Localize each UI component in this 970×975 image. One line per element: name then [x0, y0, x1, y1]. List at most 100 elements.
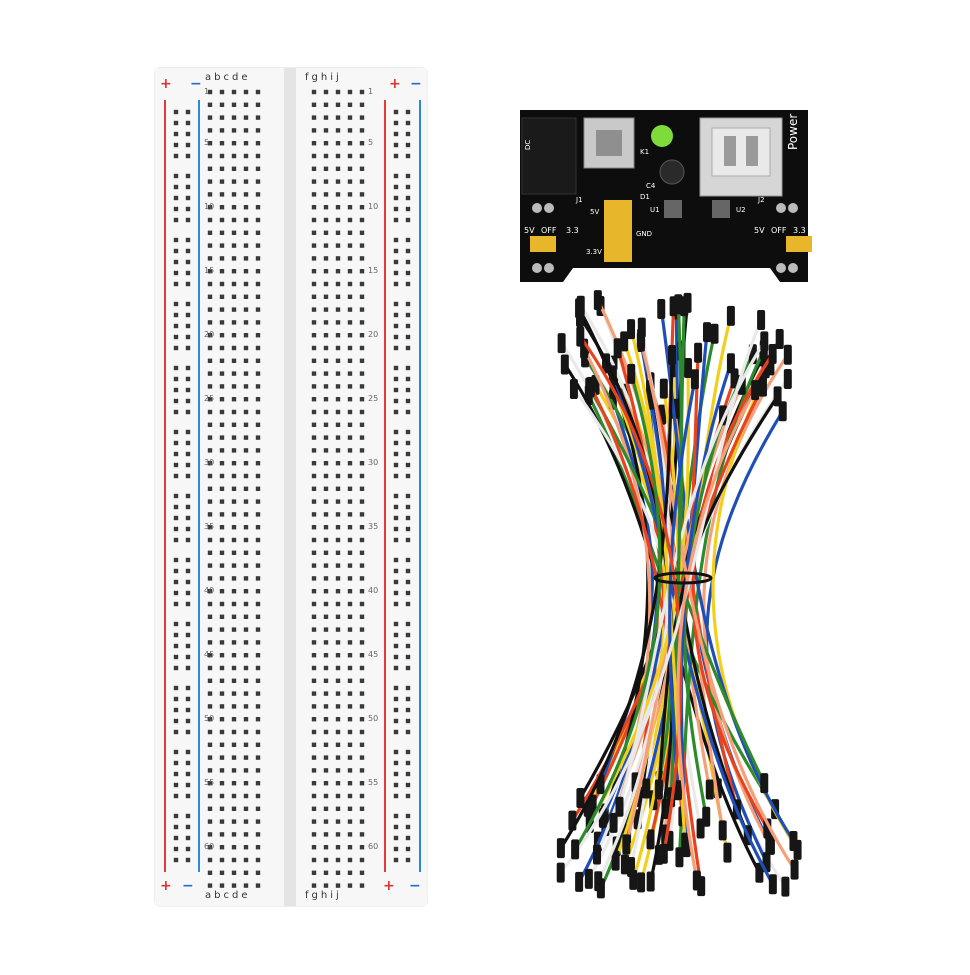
breadboard-hole [335, 627, 341, 632]
row-number-right: 30 [368, 458, 379, 468]
breadboard-hole [311, 333, 317, 338]
breadboard-hole [255, 627, 261, 632]
jumper-wire [657, 395, 779, 790]
breadboard-hole [405, 707, 411, 713]
breadboard-hole [347, 205, 353, 210]
jumper-wire-connector [657, 299, 666, 320]
breadboard-hole [185, 323, 191, 329]
breadboard-hole [405, 365, 411, 371]
jumper-wire [691, 353, 774, 830]
breadboard-hole [393, 846, 399, 852]
breadboard-hole [335, 422, 341, 427]
breadboard-hole [359, 857, 365, 863]
breadboard-hole [173, 568, 179, 574]
breadboard-hole [323, 422, 329, 427]
left-jumper-3v3: 3.3 [566, 226, 579, 235]
breadboard-hole [207, 665, 213, 671]
breadboard-hole [185, 142, 191, 148]
breadboard-hole [405, 782, 411, 788]
breadboard-hole [393, 771, 399, 777]
breadboard-hole [231, 832, 237, 837]
breadboard-hole [231, 230, 237, 235]
breadboard-hole [255, 448, 261, 453]
breadboard-hole [335, 141, 341, 146]
breadboard-hole [185, 718, 191, 724]
breadboard-hole [173, 440, 179, 446]
breadboard-hole [243, 806, 249, 811]
breadboard-hole [359, 653, 365, 658]
breadboard-hole [335, 281, 341, 287]
breadboard-hole [185, 376, 191, 382]
breadboard-hole [185, 813, 191, 819]
breadboard-hole [219, 627, 225, 632]
breadboard-hole [359, 243, 365, 248]
breadboard-hole [219, 89, 225, 95]
jumper-wire-connector [592, 844, 601, 865]
breadboard-hole [255, 781, 261, 786]
jumper-wire-connector [690, 369, 699, 390]
breadboard-hole [185, 398, 191, 404]
jumper-wire-connector [768, 874, 777, 895]
breadboard-hole [405, 462, 411, 468]
breadboard-hole [347, 269, 353, 274]
breadboard-hole [347, 601, 353, 607]
breadboard-hole [243, 153, 249, 159]
breadboard-hole [347, 781, 353, 786]
breadboard-hole [311, 269, 317, 274]
breadboard-hole [311, 102, 317, 107]
breadboard-hole [347, 435, 353, 440]
row-number-right: 25 [368, 394, 379, 404]
breadboard-hole [207, 627, 213, 632]
breadboard-hole [243, 742, 249, 747]
breadboard-hole [185, 526, 191, 532]
breadboard-hole [393, 707, 399, 713]
breadboard-hole [219, 665, 225, 671]
breadboard-hole [323, 870, 329, 875]
power-module-title: Power [786, 113, 800, 150]
breadboard-hole [255, 397, 261, 402]
breadboard-hole [243, 102, 249, 107]
jumper-wire-connector [584, 868, 593, 889]
breadboard-hole [231, 397, 237, 402]
breadboard-hole [243, 614, 249, 619]
usb-contact-right [746, 136, 758, 166]
breadboard-hole [335, 704, 341, 709]
breadboard-hole [255, 806, 261, 811]
breadboard-hole [347, 461, 353, 466]
breadboard-hole [335, 435, 341, 440]
jumper-wire-connector [629, 869, 638, 890]
breadboard-hole [231, 281, 237, 287]
breadboard-hole [173, 206, 179, 212]
breadboard-hole [359, 717, 365, 722]
breadboard-hole [231, 307, 237, 312]
breadboard-hole [185, 312, 191, 318]
breadboard-hole [207, 512, 213, 517]
jumper-wire-connector [702, 806, 711, 827]
breadboard-hole [323, 653, 329, 658]
breadboard-hole [347, 640, 353, 645]
breadboard-hole [359, 486, 365, 491]
breadboard-hole [393, 184, 399, 190]
breadboard-hole [255, 256, 261, 261]
breadboard-hole [323, 307, 329, 312]
breadboard-hole [243, 307, 249, 312]
breadboard-hole [323, 781, 329, 786]
breadboard-hole [207, 166, 213, 171]
breadboard-hole [359, 678, 365, 683]
breadboard-hole [185, 760, 191, 766]
row-number-right: 45 [368, 650, 379, 660]
breadboard-hole [231, 819, 237, 824]
breadboard-hole [393, 654, 399, 660]
jumper-wire-connector [710, 323, 719, 344]
breadboard-hole [405, 643, 411, 649]
breadboard-hole [311, 832, 317, 837]
breadboard-hole [185, 184, 191, 190]
breadboard-hole [393, 643, 399, 649]
breadboard-hole [231, 141, 237, 146]
breadboard-hole [207, 179, 213, 184]
label-d1: D1 [640, 193, 650, 201]
breadboard-hole [231, 653, 237, 658]
breadboard-hole [347, 589, 353, 594]
breadboard-hole [393, 173, 399, 179]
breadboard-hole [185, 654, 191, 660]
